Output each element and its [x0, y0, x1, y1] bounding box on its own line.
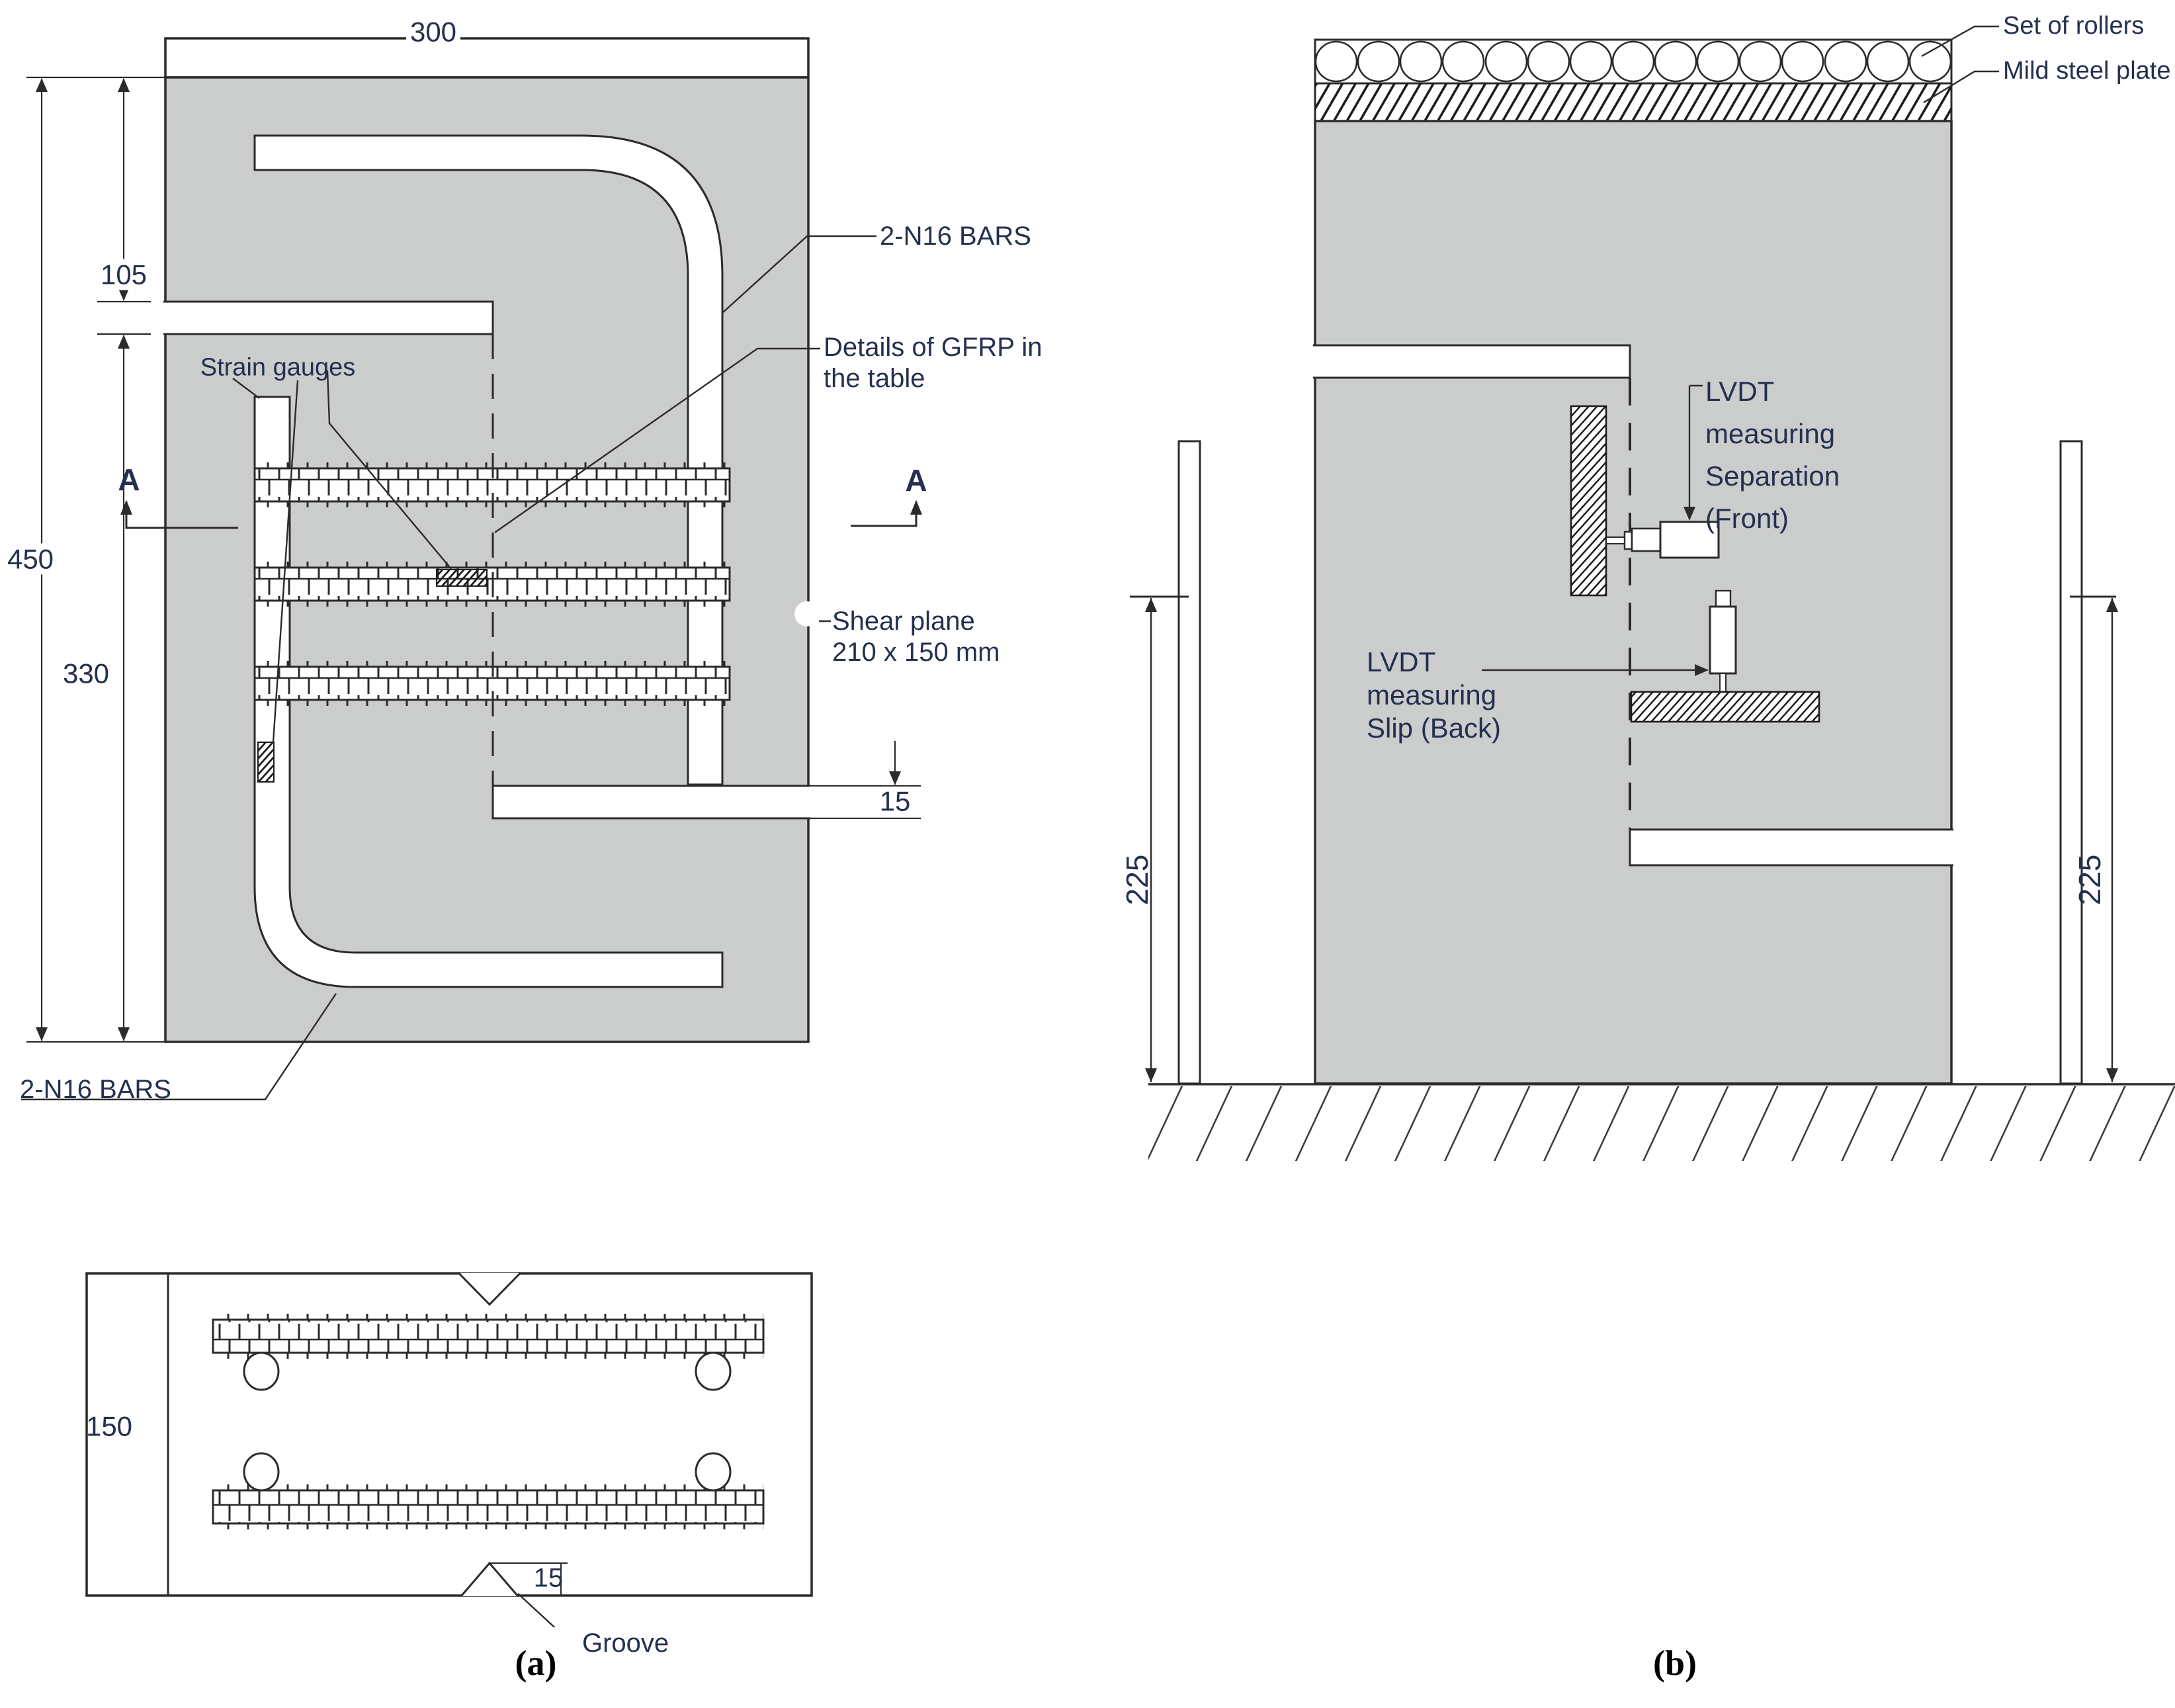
shear-plane-line2: 210 x 150 mm: [832, 638, 1000, 667]
ground-hatch: [1148, 1086, 2175, 1161]
dim-150-label: 150: [85, 1410, 133, 1442]
shear-plane-line1: Shear plane: [832, 607, 975, 636]
gfrp-details-label: Details of GFRP in the table: [824, 332, 1043, 394]
mild-steel-plate-label: Mild steel plate: [2003, 57, 2171, 85]
specimen-body-b: [1314, 120, 1953, 1085]
caption-a: (a): [515, 1643, 557, 1683]
n16-bars-top-label: 2-N16 BARS: [880, 222, 1031, 251]
lvdt-holder-bar-left: [1177, 440, 1201, 1085]
dim-225-right: [2070, 595, 2116, 1082]
shear-plane-label: Shear plane 210 x 150 mm: [832, 606, 1000, 668]
n16-bar-upper: [253, 134, 724, 786]
dim-225-left: [1130, 595, 1189, 1082]
dim-225-left-arrow-bottom: [1145, 1068, 1157, 1082]
section-view: [85, 1271, 813, 1627]
lvdt-slip: [1709, 589, 1737, 694]
dim-225-left-arrow-top: [1145, 598, 1157, 612]
diagram-a-drawing: [21, 37, 922, 1627]
section-mark-a-right: A: [905, 463, 927, 498]
dim-15-slot-label: 15: [879, 785, 911, 817]
n16-bar-lower: [253, 396, 724, 988]
dim-225-right-arrow-bottom: [2106, 1068, 2118, 1082]
gfrp-details-line1: Details of GFRP in: [824, 333, 1043, 362]
lvdt-separation-leader: [1688, 384, 1703, 519]
lvdt-separation-line3: Separation: [1705, 460, 1840, 491]
slip-target-plate: [1630, 691, 1820, 723]
section-mark-right-arrow: [910, 500, 922, 515]
groove-dimension: [490, 1562, 568, 1596]
groove-label: Groove: [582, 1629, 669, 1658]
lvdt-separation-line4: (Front): [1705, 503, 1789, 534]
dim-330-label: 330: [58, 658, 114, 689]
dim-225-left-label: 225: [1120, 854, 1155, 906]
section-gfrp-strip-bottom: [212, 1484, 765, 1529]
lvdt-separation: [1605, 521, 1720, 559]
dim-300-label: 300: [405, 16, 461, 48]
gfrp-details-line2: the table: [824, 364, 925, 393]
dimension-arrows: [36, 78, 901, 1041]
top-plate: [164, 37, 810, 79]
lvdt-separation-leader-arrow: [1684, 507, 1695, 521]
section-mark-left-arrow: [120, 500, 132, 515]
lower-slot-b: [1629, 828, 1953, 867]
mild-steel-plate: [1314, 82, 1953, 122]
upper-slot-b: [1313, 344, 1631, 379]
top-leaders: [1921, 25, 1999, 104]
right-slot-extension: [808, 785, 921, 819]
top-groove-notch: [457, 1271, 522, 1306]
lvdt-slip-leader-arrow: [1695, 664, 1709, 676]
dim-450-label: 450: [3, 543, 58, 575]
section-mark-right-lines: [851, 501, 917, 527]
shear-plane-callout-dot: [794, 601, 820, 626]
lvdt-separation-line1: LVDT: [1705, 376, 1775, 407]
separation-target-plate: [1570, 405, 1607, 597]
lvdt-separation-label: LVDT measuring Separation (Front): [1705, 370, 1840, 540]
diagram-b-drawing: [1130, 25, 2175, 1161]
section-gfrp-strip-top: [212, 1314, 765, 1359]
left-slot: [163, 300, 494, 335]
strain-gauge-on-bar: [257, 742, 275, 783]
strain-gauges-label: Strain gauges: [200, 353, 356, 382]
lvdt-slip-line1: LVDT: [1367, 646, 1436, 677]
lvdt-slip-line2: measuring: [1367, 679, 1497, 710]
dim-225-right-arrow-top: [2106, 598, 2118, 612]
strain-gauge-on-strip: [436, 569, 488, 587]
right-slot: [491, 785, 810, 820]
section-bar-circles: [243, 1351, 732, 1492]
lvdt-holder-bar-right: [2059, 440, 2083, 1085]
dim-225-right-label: 225: [2072, 854, 2108, 906]
n16-bars-bottom-label: 2-N16 BARS: [20, 1075, 171, 1104]
dim-15-groove-label: 15: [533, 1563, 564, 1593]
caption-b: (b): [1653, 1643, 1697, 1683]
rollers: [1314, 40, 1952, 83]
groove-leader: [517, 1593, 556, 1627]
lvdt-slip-label: LVDT measuring Slip (Back): [1367, 646, 1501, 745]
rollers-band: [1314, 38, 1953, 85]
leader-lines: [21, 235, 876, 1101]
lvdt-separation-line2: measuring: [1705, 418, 1836, 449]
section-mark-a-left: A: [118, 462, 140, 497]
set-of-rollers-label: Set of rollers: [2003, 12, 2145, 40]
lvdt-slip-line3: Slip (Back): [1367, 712, 1502, 744]
dim-105-label: 105: [96, 259, 151, 290]
